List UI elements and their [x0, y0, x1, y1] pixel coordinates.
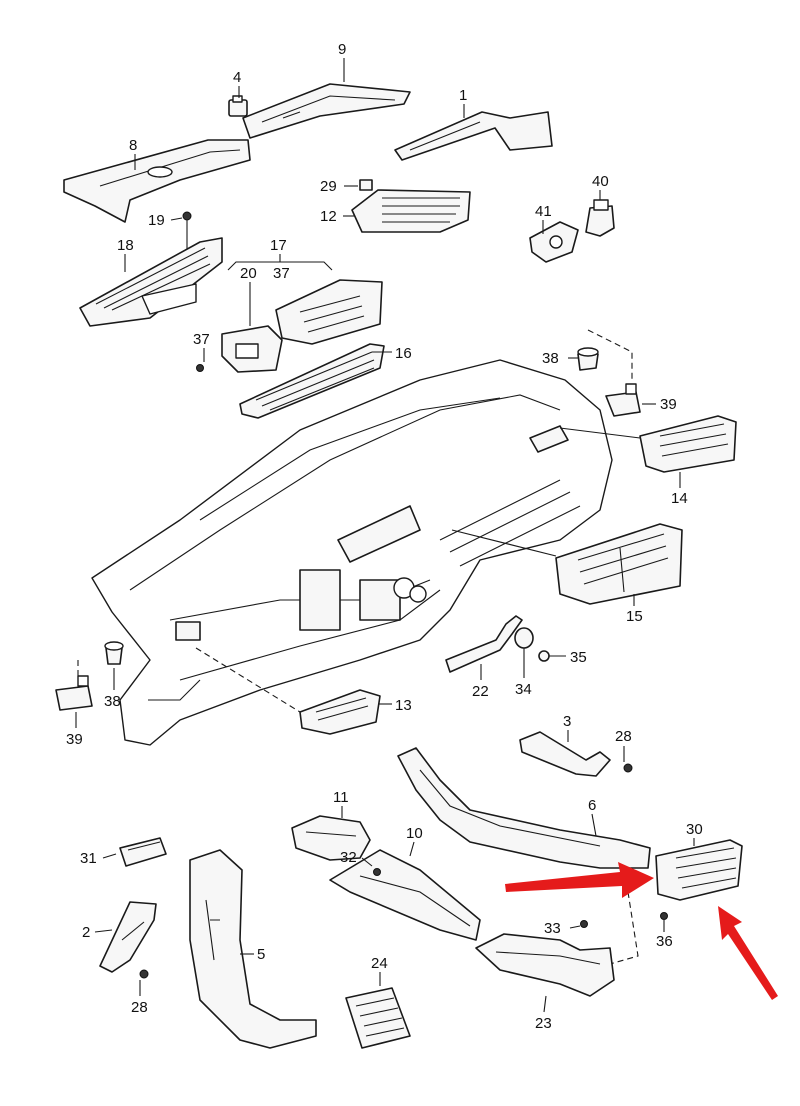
highlight-arrow-left: [505, 862, 654, 898]
part-11-connector: [291, 815, 371, 861]
part-8-cowl: [63, 139, 251, 223]
label-18: 18: [117, 237, 134, 254]
label-36: 36: [656, 933, 673, 950]
part-4-clip: [228, 95, 248, 117]
label-11: 11: [333, 789, 349, 806]
label-37-left: 37: [193, 331, 210, 348]
label-6: 6: [588, 797, 596, 814]
label-20: 20: [240, 265, 257, 282]
label-30: 30: [686, 821, 703, 838]
part-22-hose: [445, 615, 523, 673]
label-38-left: 38: [104, 693, 121, 710]
label-29: 29: [320, 178, 337, 195]
label-10: 10: [406, 825, 423, 842]
part-10-duct: [329, 849, 481, 941]
part-2-bracket: [99, 901, 157, 973]
label-13: 13: [395, 697, 412, 714]
label-40: 40: [592, 173, 609, 190]
part-28-screw-left: [139, 969, 149, 979]
label-41: 41: [535, 203, 552, 220]
part-38-clip-left: [104, 641, 124, 665]
label-24: 24: [371, 955, 388, 972]
part-16-vent-grille: [239, 343, 385, 419]
label-12: 12: [320, 208, 337, 225]
label-19: 19: [148, 212, 165, 229]
part-34-clip: [514, 627, 534, 649]
label-33: 33: [544, 920, 561, 937]
part-12-housing: [351, 179, 471, 233]
part-24-grille: [345, 987, 411, 1049]
part-33-screw: [580, 920, 588, 928]
callout-labels: 4 9 1 8 29 12 41 40 19 17 18 20 37 16 37…: [66, 41, 703, 1032]
part-15-vent-center: [451, 523, 683, 605]
label-8: 8: [129, 137, 137, 154]
part-5-duct: [189, 849, 317, 1049]
label-31: 31: [80, 850, 97, 867]
part-39-bracket-left: [55, 675, 93, 711]
label-16: 16: [395, 345, 412, 362]
highlight-arrow-right: [718, 906, 778, 1000]
label-15: 15: [626, 608, 643, 625]
label-4: 4: [233, 69, 241, 86]
label-39-right: 39: [660, 396, 677, 413]
part-6-duct: [397, 747, 651, 869]
label-37-top: 37: [273, 265, 290, 282]
callout-leaders: [75, 58, 695, 1013]
dashboard-panel: [91, 359, 613, 746]
part-38-clip-right: [577, 347, 599, 371]
group-17-bracket: [227, 254, 333, 271]
label-22: 22: [472, 683, 489, 700]
part-40-sensor: [585, 199, 615, 237]
label-28-right: 28: [615, 728, 632, 745]
part-36-screw: [660, 912, 668, 920]
label-5: 5: [257, 946, 265, 963]
label-17: 17: [270, 237, 287, 254]
part-32-screw: [373, 868, 381, 876]
label-14: 14: [671, 490, 688, 507]
label-3: 3: [563, 713, 571, 730]
label-38-right: 38: [542, 350, 559, 367]
part-31-cover: [119, 837, 167, 867]
part-37-screw-left: [196, 364, 204, 372]
label-2: 2: [82, 924, 90, 941]
part-30-vent: [609, 839, 743, 965]
label-32: 32: [340, 849, 357, 866]
part-13-vent-left: [195, 647, 381, 735]
label-28-left: 28: [131, 999, 148, 1016]
label-35: 35: [570, 649, 587, 666]
part-3-bracket: [519, 731, 611, 777]
part-28-screw-right: [623, 763, 633, 773]
part-9-trim: [242, 83, 411, 139]
label-23: 23: [535, 1015, 552, 1032]
part-18-grille: [79, 237, 223, 327]
part-39-bracket-right: [605, 383, 641, 417]
part-20-actuator: [221, 282, 283, 373]
part-1-duct: [394, 111, 553, 161]
part-14-vent-right: [559, 415, 737, 473]
part-23-duct: [475, 933, 615, 997]
part-41-bracket: [529, 221, 579, 263]
part-35-nut: [538, 650, 550, 662]
label-39-left: 39: [66, 731, 83, 748]
label-9: 9: [338, 41, 346, 58]
label-34: 34: [515, 681, 532, 698]
label-1: 1: [459, 87, 467, 104]
part-37-vent-housing: [275, 279, 383, 345]
